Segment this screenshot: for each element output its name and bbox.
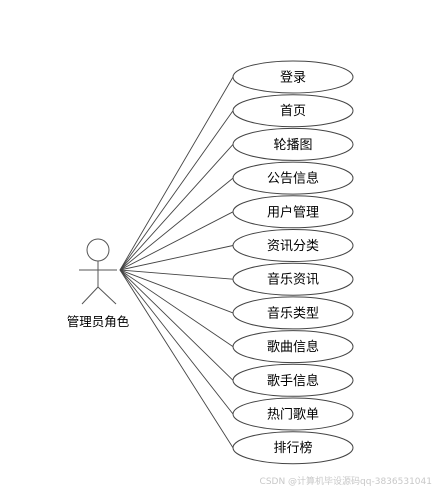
association-line [119,245,234,271]
use-case-ellipse [232,262,354,296]
association-line [119,269,234,448]
association-line [119,177,234,271]
use-case-label: 登录 [280,71,306,86]
use-case-label: 轮播图 [273,138,312,153]
use-case: 热门歌单 [232,397,354,431]
use-case-ellipse [232,195,354,229]
use-case: 公告信息 [232,161,354,195]
use-case-ellipse [232,60,354,94]
use-case: 用户管理 [232,195,354,229]
use-case-label: 公告信息 [267,171,319,187]
association-line [119,269,234,381]
use-case-ellipse [232,330,354,364]
use-case-ellipse [232,397,354,431]
association-lines [119,76,234,448]
association-line [119,76,234,271]
use-case-label: 用户管理 [267,204,319,220]
use-case-ellipse [232,94,354,128]
use-case: 歌曲信息 [232,330,354,364]
use-case-label: 热门歌单 [267,408,319,423]
use-case: 首页 [232,94,354,128]
watermark: CSDN @计算机毕设源码qq-3836531041 [260,475,432,487]
use-case-label: 歌曲信息 [267,339,319,355]
use-case: 资讯分类 [232,229,354,262]
use-case-group: 登录首页轮播图公告信息用户管理资讯分类音乐资讯音乐类型歌曲信息歌手信息热门歌单排… [232,60,354,465]
use-case: 登录 [232,60,354,94]
stick-figure-icon [79,238,117,305]
use-case-label: 歌手信息 [267,373,319,389]
actor: 管理员角色 [67,238,130,329]
use-case: 音乐资讯 [232,262,354,296]
use-case: 轮播图 [232,127,354,161]
use-case: 歌手信息 [232,363,354,397]
use-case-ellipse [232,229,354,262]
use-case-ellipse [232,127,354,161]
association-line [119,211,234,271]
association-line [119,269,234,280]
association-line [119,269,234,415]
association-line [119,144,234,271]
actor-label: 管理员角色 [67,314,130,329]
use-case-label: 音乐资讯 [267,272,319,288]
use-case-ellipse [232,296,354,330]
use-case: 音乐类型 [232,296,354,330]
use-case-label: 音乐类型 [267,305,319,321]
use-case: 排行榜 [232,431,354,465]
use-case-ellipse [232,431,354,465]
association-line [119,110,234,271]
association-line [119,269,234,314]
association-line [119,269,234,347]
use-case-label: 首页 [280,104,306,119]
use-case-label: 资讯分类 [267,239,319,254]
use-case-ellipse [232,363,354,397]
use-case-ellipse [232,161,354,195]
use-case-label: 排行榜 [273,440,312,456]
